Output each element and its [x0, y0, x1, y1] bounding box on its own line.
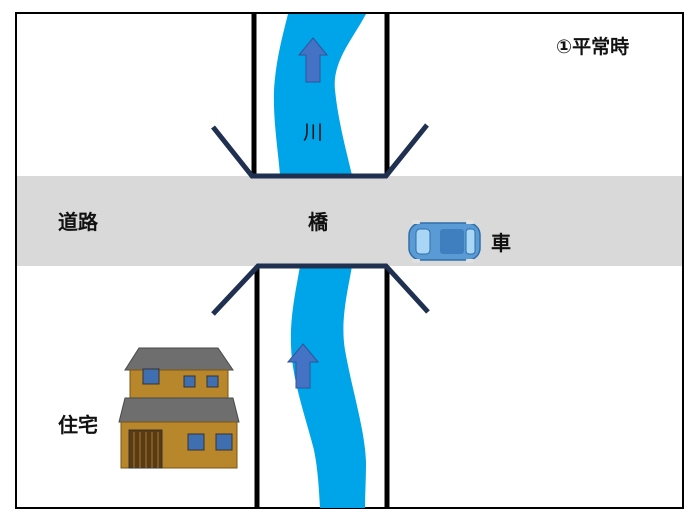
river-label: 川: [303, 120, 323, 144]
house-icon: [118, 347, 240, 469]
car-label: 車: [491, 231, 511, 255]
scenario-title: ①平常時: [556, 36, 630, 58]
bridge-rails: [211, 123, 430, 316]
arrow-up-icon: [286, 343, 320, 389]
river: [273, 14, 366, 508]
arrow-up-icon: [297, 37, 329, 83]
car-icon: [408, 220, 481, 263]
river-upper: [273, 14, 366, 175]
road-label: 道路: [58, 210, 98, 234]
road: [17, 176, 682, 266]
river-banks: [251, 14, 390, 508]
bridge-label: 橋: [308, 210, 328, 234]
river-lower: [290, 266, 366, 508]
house-label: 住宅: [58, 413, 98, 437]
